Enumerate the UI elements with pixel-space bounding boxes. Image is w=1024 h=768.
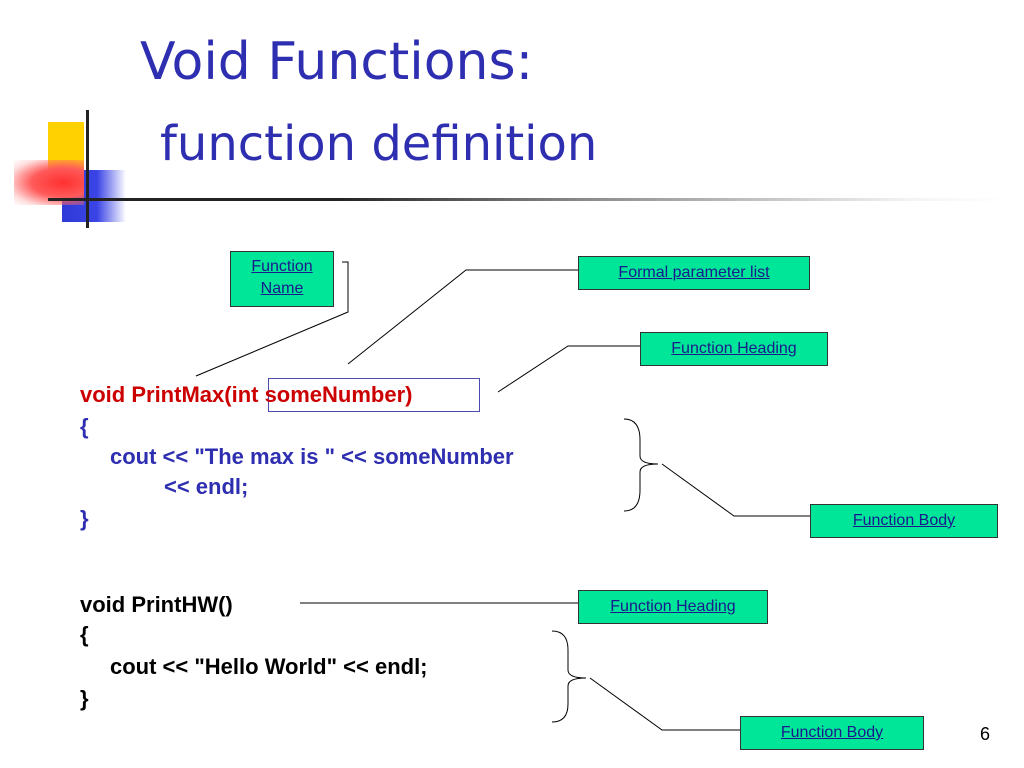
code1-open-brace: { xyxy=(80,414,89,439)
vertical-rule-decoration xyxy=(86,110,89,228)
page-number: 6 xyxy=(980,724,991,744)
function-name-connector xyxy=(195,261,349,377)
code1-close-brace: } xyxy=(80,506,89,531)
red-square-decoration xyxy=(14,160,84,205)
function-body-2-connector xyxy=(589,677,740,731)
code2-cout-statement: cout << "Hello World" << endl; xyxy=(110,654,428,679)
function-name-label-line2: Name xyxy=(260,280,304,297)
function-body-1-connector xyxy=(661,463,810,517)
slide-title: Void Functions: xyxy=(140,32,534,92)
code1-cout-statement: cout << "The max is " << someNumber xyxy=(110,444,514,469)
function-name-label: Function Name xyxy=(230,251,334,307)
function-body-label-2: Function Body xyxy=(740,716,924,750)
function-name-label-line1: Function xyxy=(251,258,313,275)
slide-subtitle: function definition xyxy=(160,116,598,172)
code2-close-brace: } xyxy=(80,686,89,711)
code2-function-signature: void PrintHW() xyxy=(80,592,233,617)
code1-endl-continuation: << endl; xyxy=(164,474,249,499)
function-heading-label-1: Function Heading xyxy=(640,332,828,366)
code1-function-signature: void PrintMax( xyxy=(80,382,232,407)
function-heading-1-connector xyxy=(497,345,640,393)
formal-parameter-list-label: Formal parameter list xyxy=(578,256,810,290)
parameter-highlight-box xyxy=(268,378,480,412)
parameter-list-connector xyxy=(347,269,578,365)
code2-open-brace: { xyxy=(80,622,89,647)
function-body-2-brace xyxy=(551,630,587,723)
function-heading-label-2: Function Heading xyxy=(578,590,768,624)
function-body-label-1: Function Body xyxy=(810,504,998,538)
code1-line1: void PrintMax(int someNumber) xyxy=(80,384,413,406)
code1-closing-paren: ) xyxy=(405,382,413,407)
title-underline-rule xyxy=(48,198,1008,201)
function-body-1-brace xyxy=(623,418,659,512)
code1-parameter: int someNumber xyxy=(231,382,406,407)
